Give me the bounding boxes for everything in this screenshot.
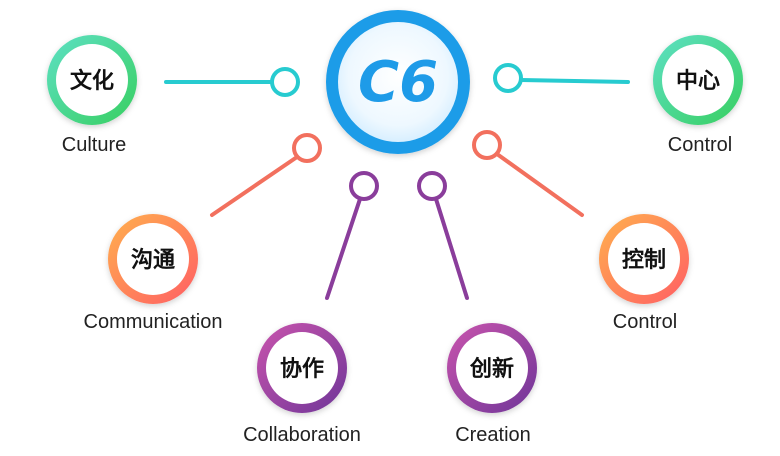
node-label-en: Collaboration [243,424,361,446]
node-label-cn: 协作 [280,357,324,382]
node-label-cn: 创新 [469,356,514,382]
node-label-en: Communication [84,311,223,333]
node-creation: 创新 Creation [447,323,537,446]
center-logo: C6 [326,10,470,154]
connector-creation [417,171,469,300]
node-control-right: 控制 Control [599,214,689,333]
node-control-top: 中心 Control [653,35,743,156]
node-label-en: Culture [62,134,126,156]
logo-text: C6 [358,50,438,115]
connector-control-right [472,130,584,217]
connector-communication [210,133,322,217]
node-collaboration: 协作 Collaboration [243,323,361,446]
node-label-en: Creation [455,424,531,446]
node-label-cn: 中心 [676,69,720,94]
node-label-cn: 沟通 [131,247,175,273]
connector-control-top [493,63,630,93]
connector-culture [164,67,300,97]
node-communication: 沟通 Communication [84,214,223,333]
node-label-en: Control [668,134,732,156]
connector-collaboration [325,171,379,300]
node-label-en: Control [613,311,677,333]
node-culture: 文化 Culture [47,35,137,156]
node-label-cn: 文化 [70,68,114,94]
node-label-cn: 控制 [622,247,666,273]
